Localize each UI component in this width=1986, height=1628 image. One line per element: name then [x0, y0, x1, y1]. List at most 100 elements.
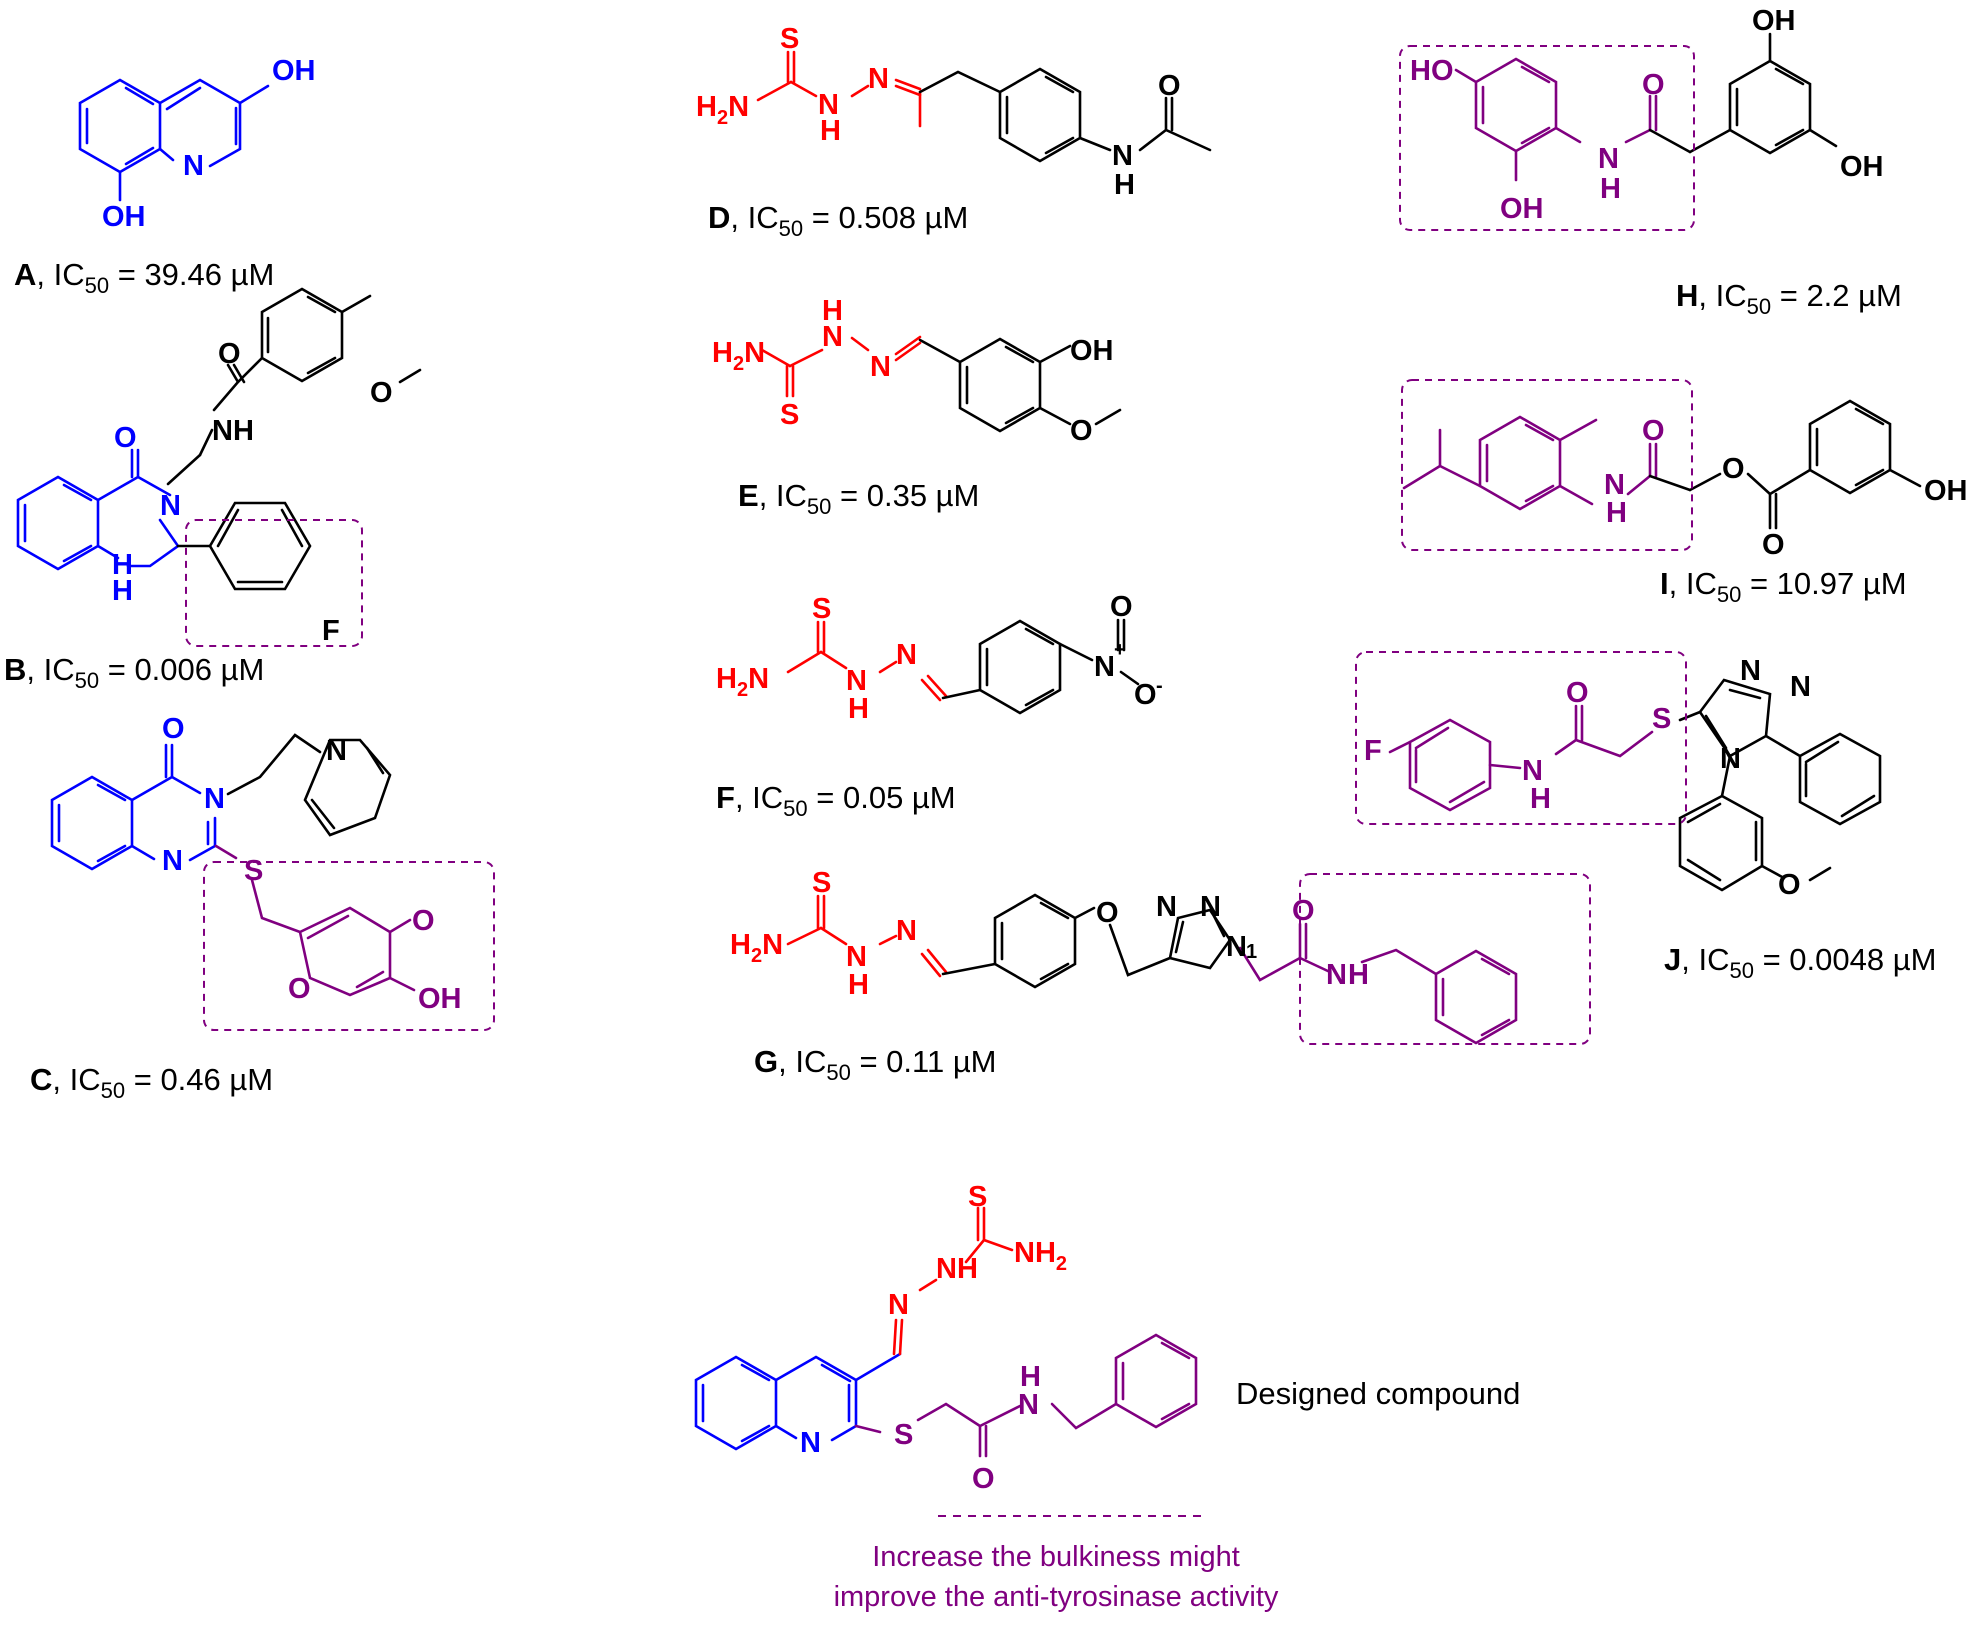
nh-label: NH [212, 415, 254, 447]
o-label: O [162, 713, 185, 745]
n-label: N [1156, 891, 1177, 923]
ic50-prefix: , IC [36, 257, 84, 292]
ic50-value: = 0.0048 µM [1754, 942, 1936, 977]
ic50-prefix: , IC [735, 780, 783, 815]
o-label: O [972, 1463, 995, 1495]
compound-letter: J [1664, 942, 1681, 977]
o-label: O [288, 973, 311, 1005]
s-label: S [812, 593, 831, 625]
h-atom: H [712, 337, 733, 369]
ic50-value: = 0.46 µM [125, 1062, 273, 1097]
caption-j: J, IC50 = 0.0048 µM [1664, 942, 1936, 983]
n-atom: N [1014, 1237, 1035, 1269]
n-label: N [326, 735, 347, 767]
o-label: O [1778, 869, 1801, 901]
h-label: H [1348, 959, 1369, 991]
design-note-line-2: improve the anti-tyrosinase activity [834, 1581, 1279, 1613]
ic50-subscript: 50 [783, 796, 807, 821]
compound-letter: F [716, 780, 735, 815]
o-label: O [114, 422, 137, 454]
h-label: H [1600, 173, 1621, 205]
oh-label: OH [1840, 151, 1884, 183]
oh-label: OH [272, 55, 316, 87]
o-label: O [1292, 895, 1315, 927]
s-label: S [1652, 703, 1671, 735]
subscript-2: 2 [1056, 1253, 1067, 1275]
ic50-subscript: 50 [779, 216, 803, 241]
n-atom: N [728, 91, 749, 123]
ic50-subscript: 50 [826, 1060, 850, 1085]
caption-g: G, IC50 = 0.11 µM [754, 1044, 997, 1085]
compound-letter: G [754, 1044, 778, 1079]
ic50-prefix: , IC [730, 200, 778, 235]
caption-a: A, IC50 = 39.46 µM [14, 257, 274, 298]
nh2-label: H2N [712, 337, 765, 375]
f-label: F [1364, 735, 1382, 767]
o-label: O [218, 338, 241, 370]
s-label: S [968, 1181, 987, 1213]
caption-f: F, IC50 = 0.05 µM [716, 780, 956, 821]
ic50-prefix: , IC [1698, 278, 1746, 313]
h-label: H [848, 969, 869, 1001]
ic50-subscript: 50 [807, 494, 831, 519]
nh-label: H [112, 575, 133, 607]
oh-label: OH [1070, 335, 1114, 367]
nh2-label: H2N [716, 663, 769, 701]
ic50-prefix: , IC [52, 1062, 100, 1097]
h-atom: H [730, 929, 751, 961]
ic50-prefix: , IC [1669, 566, 1717, 601]
n-label: N [160, 490, 181, 522]
position-1: 1 [1246, 941, 1257, 963]
compound-letter: I [1660, 566, 1669, 601]
n-label: N [896, 639, 917, 671]
s-label: S [780, 399, 799, 431]
ic50-subscript: 50 [101, 1078, 125, 1103]
compound-j-structure: F N H O S N N N O [1355, 651, 1882, 901]
compound-e-structure: H2N N H N S OH O [712, 295, 1122, 447]
oh-label: OH [418, 983, 462, 1015]
f-label: F [322, 615, 340, 647]
ic50-value: = 0.05 µM [808, 780, 956, 815]
n-atom: N [748, 663, 769, 695]
nh-label: NH [936, 1253, 978, 1285]
compound-i-structure: N H O O O OH [1401, 379, 1968, 561]
ic50-subscript: 50 [1747, 294, 1771, 319]
o-label: O [1096, 897, 1119, 929]
h-label: H [1020, 1361, 1041, 1393]
minus-charge: - [1156, 675, 1163, 697]
o-label: O [1642, 69, 1665, 101]
caption-i: I, IC50 = 10.97 µM [1660, 566, 1907, 607]
h-atom: H [716, 663, 737, 695]
n-label: N [1522, 755, 1543, 787]
h-label: H [1114, 169, 1135, 201]
subscript-2: 2 [751, 945, 762, 967]
n-label: N [846, 665, 867, 697]
ic50-subscript: 50 [1717, 582, 1741, 607]
h-atom: H [696, 91, 717, 123]
n-label: N [818, 89, 839, 121]
n-atom: N [744, 337, 765, 369]
designed-compound-structure: N N NH S NH2 S O N H [694, 1181, 1198, 1495]
compound-b-structure: O N H H NH O O F [16, 287, 422, 647]
n-label: N [888, 1289, 909, 1321]
n-label: N [1740, 655, 1761, 687]
nh2-label: NH2 [1014, 1237, 1067, 1275]
n-label: N [1326, 959, 1347, 991]
ic50-prefix: , IC [778, 1044, 826, 1079]
ic50-value: = 0.508 µM [803, 200, 968, 235]
compound-letter: A [14, 257, 36, 292]
h-label: H [822, 295, 843, 327]
n-label: N [1598, 143, 1619, 175]
o-label: O [1070, 415, 1093, 447]
n-label: N [846, 941, 867, 973]
compound-letter: E [738, 478, 759, 513]
h-label: H [820, 115, 841, 147]
caption-e: E, IC50 = 0.35 µM [738, 478, 979, 519]
ic50-prefix: , IC [1681, 942, 1729, 977]
o-label: O [1722, 453, 1745, 485]
caption-b: B, IC50 = 0.006 µM [4, 652, 264, 693]
h-label: H [1606, 497, 1627, 529]
ic50-value: = 10.97 µM [1741, 566, 1906, 601]
compound-h-structure: HO OH N H O OH OH [1399, 5, 1884, 231]
